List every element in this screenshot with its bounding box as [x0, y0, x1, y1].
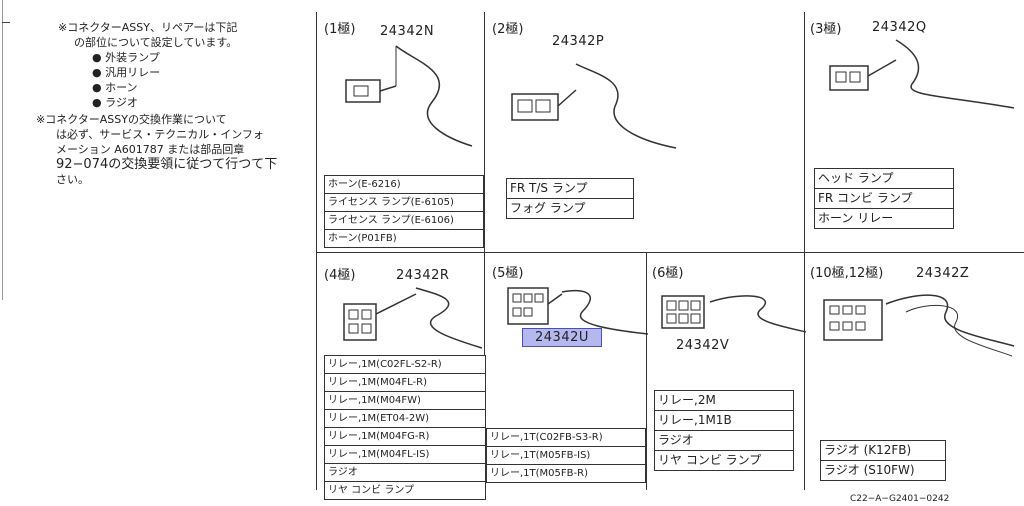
label-item: リレー,1M(M04FL-R) [324, 374, 486, 392]
label-list-7: ラジオ (K12FB) ラジオ (S10FW) [820, 440, 946, 481]
connector-5pin-icon [507, 287, 649, 335]
cell-title-7: (10極,12極) [810, 266, 884, 281]
cell-title-1: (1極) [324, 22, 356, 37]
label-item: リレー,1M(M04FW) [324, 392, 486, 410]
connector-1pin-icon [345, 45, 473, 147]
connector-4pin-icon [343, 287, 483, 349]
cell-title-6: (6極) [652, 266, 684, 281]
label-item: リレー,1M(C02FL-S2-R) [324, 355, 486, 374]
label-list-5: リレー,1T(C02FB-S3-R) リレー,1T(M05FB-IS) リレー,… [486, 428, 646, 483]
cell-title-4: (4極) [324, 268, 356, 283]
connector-6pin-icon [661, 295, 807, 333]
note1-item: ● ラジオ [92, 96, 138, 109]
note2: ※コネクターASSYの交換作業について は必ず、サービス・テクニカル・インフォ … [36, 112, 308, 187]
label-item: リレー,1T(M05FB-R) [486, 465, 646, 483]
label-item: ライセンス ランプ(E-6106) [324, 212, 484, 230]
label-item: リレー,1M(ET04-2W) [324, 410, 486, 428]
label-item: FR T/S ランプ [506, 178, 634, 199]
label-item: リレー,1T(C02FB-S3-R) [486, 428, 646, 447]
label-item: ヘッド ランプ [814, 168, 954, 189]
label-list-1: ホーン(E-6216) ライセンス ランプ(E-6105) ライセンス ランプ(… [324, 175, 484, 248]
part-number-6: 24342V [676, 338, 730, 353]
grid-line [316, 12, 317, 490]
label-item: ホーン(E-6216) [324, 175, 484, 194]
grid-line [646, 252, 647, 490]
connector-3pin-icon [829, 39, 1015, 109]
note2-line: ※コネクターASSYの交換作業について [36, 113, 227, 126]
label-list-4: リレー,1M(C02FL-S2-R) リレー,1M(M04FL-R) リレー,1… [324, 355, 486, 500]
label-item: リレー,1M1B [654, 411, 794, 431]
connector-grid: (1極) 24342N ホーン(E-6216) ライセンス ランプ(E-6105… [316, 12, 1024, 502]
note2-line: は必ず、サービス・テクニカル・インフォ [56, 128, 264, 141]
part-number-1: 24342N [380, 24, 435, 39]
label-item: リヤ コンビ ランプ [324, 482, 486, 500]
label-item: ホーン(P01FB) [324, 230, 484, 248]
connector-2pin-icon [511, 63, 677, 149]
label-item: リレー,2M [654, 390, 794, 411]
margin-rule [2, 0, 3, 300]
label-item: ラジオ [654, 431, 794, 451]
part-number-4: 24342R [396, 268, 450, 283]
label-item: ライセンス ランプ(E-6105) [324, 194, 484, 212]
part-number-2: 24342P [552, 34, 605, 49]
grid-line [316, 252, 1024, 253]
note1-head: ※コネクターASSY、リペアーは下記 [58, 21, 238, 34]
cell-title-2: (2極) [492, 22, 524, 37]
part-number-5: 24342U [522, 328, 602, 347]
connector-12pin-icon [823, 294, 1015, 357]
part-number-5-highlight: 24342U [522, 328, 602, 347]
figure-code: C22−A−G2401−0242 [850, 494, 950, 504]
cell-title-3: (3極) [810, 22, 842, 37]
note2-line: 92−074の交換要領に従つて行つて下 [56, 157, 278, 172]
cell-title-5: (5極) [492, 266, 524, 281]
label-item: ラジオ (S10FW) [820, 461, 946, 481]
label-list-3: ヘッド ランプ FR コンビ ランプ ホーン リレー [814, 168, 954, 229]
label-item: ホーン リレー [814, 209, 954, 229]
label-item: リレー,1T(M05FB-IS) [486, 447, 646, 465]
note1-item: ● 外装ランプ [92, 51, 160, 64]
note2-line: さい。 [56, 173, 89, 186]
note1-item: ● 汎用リレー [92, 66, 161, 79]
margin-tick [2, 22, 10, 23]
note2-line: メーション A601787 または部品回章 [56, 143, 245, 156]
note1-item: ● ホーン [92, 81, 138, 94]
notes-panel: ※コネクターASSY、リペアーは下記 の部位について設定しています。 ● 外装ラ… [36, 20, 308, 187]
grid-line [484, 12, 485, 490]
label-item: リヤ コンビ ランプ [654, 451, 794, 471]
note1-sub: の部位について設定しています。 [74, 36, 238, 49]
label-item: ラジオ [324, 464, 486, 482]
label-item: リレー,1M(M04FG-R) [324, 428, 486, 446]
grid-line [804, 12, 805, 490]
part-number-7: 24342Z [916, 266, 970, 281]
part-number-3: 24342Q [872, 20, 927, 35]
label-list-2: FR T/S ランプ フォグ ランプ [506, 178, 634, 219]
label-item: FR コンビ ランプ [814, 189, 954, 209]
label-item: リレー,1M(M04FL-IS) [324, 446, 486, 464]
label-item: ラジオ (K12FB) [820, 440, 946, 461]
label-item: フォグ ランプ [506, 199, 634, 219]
label-list-6: リレー,2M リレー,1M1B ラジオ リヤ コンビ ランプ [654, 390, 794, 471]
